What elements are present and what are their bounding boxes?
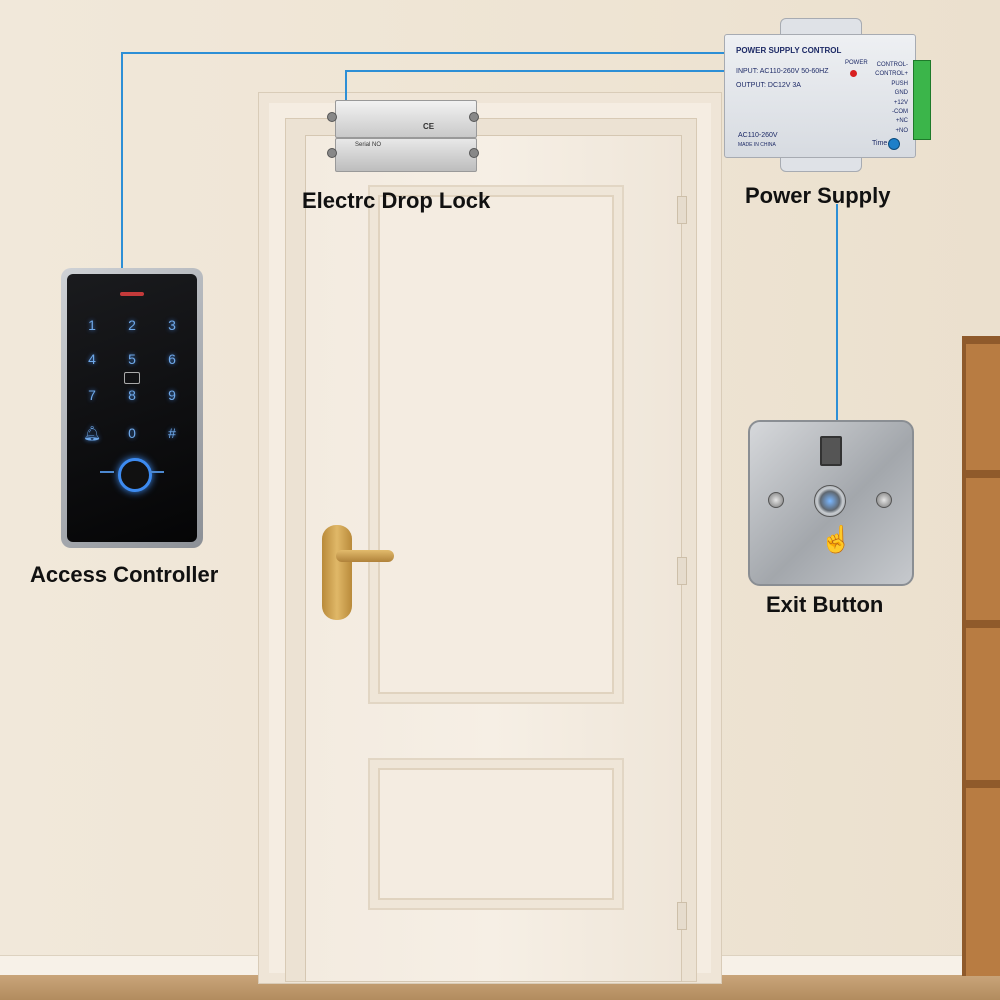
screw-icon [469,148,479,158]
terminal-label: +12V [893,99,908,106]
shelf-board [966,336,1000,344]
keypad-face [67,274,197,542]
screw-icon [327,112,337,122]
psu-power-label: POWER [845,60,868,66]
keypad-key[interactable]: 4 [88,351,96,367]
shelf-board [966,470,1000,478]
wire-lock-down [345,70,347,102]
keypad-key[interactable]: 9 [168,387,176,403]
lock-serial-text: Serial NO [355,142,382,148]
keypad-key[interactable]: 7 [88,387,96,403]
keypad-key[interactable]: 5 [128,351,136,367]
wire-lock-to-psu [345,70,726,72]
screw-icon [327,148,337,158]
keypad-key[interactable]: 2 [128,317,136,333]
power-led-icon [850,70,857,77]
fingerprint-line [150,471,164,473]
card-reader-icon [124,372,140,384]
door-hinge [677,902,687,930]
exit-push-button[interactable] [814,485,846,517]
terminal-label: PUSH [891,80,908,87]
keypad-key[interactable]: 0 [128,425,136,441]
label-drop-lock: Electrc Drop Lock [302,188,491,213]
terminal-label: +NO [895,127,908,134]
wire-psu-to-exit [836,204,838,422]
electric-drop-lock: Serial NO CE [325,100,480,172]
psu-made-text: MADE IN CHINA [738,142,776,148]
psu-ac-text: AC110-260V [738,132,778,139]
screw-icon [469,112,479,122]
wire-controller-to-psu [121,52,726,54]
door-upper-panel [368,185,624,704]
shelf-board [966,780,1000,788]
screw-icon [768,492,784,508]
terminal-label: CONTROL+ [875,71,908,78]
screw-icon [876,492,892,508]
terminal-label: -COM [892,109,908,115]
door-handle-plate [322,525,352,620]
hand-press-icon: ☝ [820,524,853,554]
ce-mark: CE [423,122,435,131]
wire-controller-down [121,52,123,270]
door-lower-panel [368,758,624,910]
bell-icon[interactable]: 🔔︎ [83,425,101,441]
psu-output-text: OUTPUT: DC12V 3A [736,82,801,89]
bookshelf [962,336,1000,976]
fingerprint-icon[interactable] [118,458,152,492]
psu-title: POWER SUPPLY CONTROL [736,46,842,55]
terminal-label: GND [894,90,908,97]
power-supply-box [724,34,916,158]
keypad-key[interactable]: 8 [128,387,136,403]
terminal-label: +NC [895,118,908,125]
fingerprint-line [100,471,114,473]
door-hinge [677,557,687,585]
lock-body [335,100,477,138]
terminal-label: CONTROL- [876,62,908,68]
keypad-key[interactable]: # [168,425,176,441]
psu-time-label: Time [872,140,888,147]
time-adjust-knob[interactable] [888,138,900,150]
label-exit-button: Exit Button [766,592,884,617]
door-open-icon [820,436,842,466]
keypad-key[interactable]: 3 [168,317,176,333]
shelf-board [966,620,1000,628]
door-handle-lever[interactable] [336,550,394,562]
keypad-key[interactable]: 6 [168,351,176,367]
door-hinge [677,196,687,224]
psu-input-text: INPUT: AC110-260V 50-60HZ [736,68,829,75]
keypad-key[interactable]: 1 [88,317,96,333]
label-access-controller: Access Controller [30,562,219,587]
terminal-block [913,60,931,140]
sensor-led-icon [120,292,144,296]
label-power-supply: Power Supply [745,183,891,208]
